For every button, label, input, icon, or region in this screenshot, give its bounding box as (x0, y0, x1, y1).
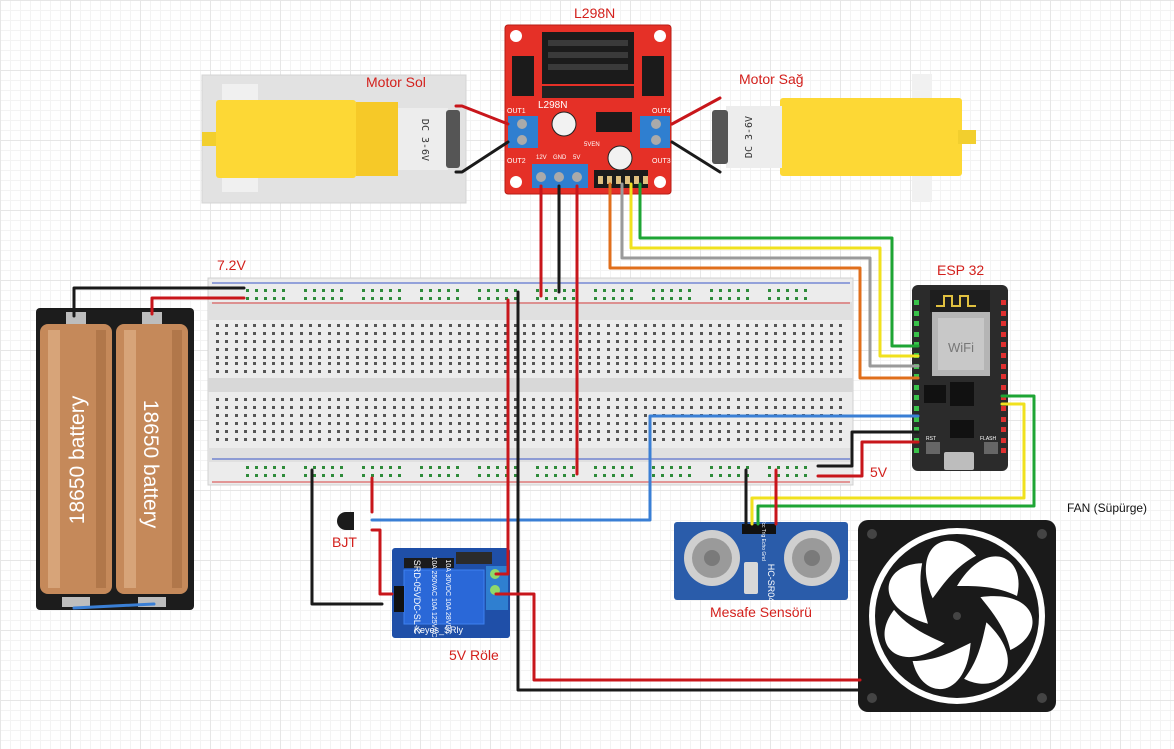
motor-right-title: Motor Sağ (739, 71, 804, 87)
sensor-label: Mesafe Sensörü (710, 604, 812, 620)
voltage-label: 7.2V (217, 257, 246, 273)
l298n-out3: OUT3 (652, 158, 671, 165)
fan-title: FAN (Süpürge) (1067, 501, 1147, 515)
relay-label: 5V Röle (449, 647, 499, 663)
l298n-driver: L298N OUT1 OUT2 OUT4 OUT3 12V GND 5V 5VE… (504, 24, 672, 195)
l298n-12v: 12V (536, 155, 547, 161)
motor-left: DC 3-6V (201, 74, 467, 204)
relay-rating2: 10A 30VDC 10A 28VDC (444, 559, 451, 634)
l298n-5ven: 5VEN (584, 142, 600, 148)
l298n-out2: OUT2 (507, 158, 526, 165)
battery-right-label: 18650 battery (139, 400, 162, 529)
esp-flash-label: FLASH (980, 436, 997, 442)
bjt-transistor (337, 512, 354, 530)
wires (72, 96, 1036, 692)
bjt-label: BJT (332, 534, 357, 550)
l298n-gnd: GND (553, 155, 567, 161)
l298n-silk-label: L298N (538, 100, 567, 111)
l298n-out4: OUT4 (652, 108, 671, 115)
diagram-labels: L298N Motor Sol Motor Sağ 7.2V ESP 32 FA… (217, 5, 1147, 663)
battery-left-label: 18650 battery (66, 395, 89, 524)
l298n-5v: 5V (573, 155, 580, 161)
motor-left-title: Motor Sol (366, 74, 426, 90)
relay-model-text: SRD-05VDC-SL-C (412, 560, 422, 635)
five-v-label: 5V (870, 464, 888, 480)
distance-sensor: HC-SR04 Vcc Trig Echo Gnd (674, 519, 848, 602)
battery-pack: 18650 battery 18650 battery (36, 308, 194, 610)
esp32-board: WiFi RST FLASH (912, 285, 1008, 471)
breadboard (207, 277, 854, 486)
l298n-out1: OUT1 (507, 108, 526, 115)
motor-right-text: DC 3-6V (744, 116, 755, 158)
motor-left-text: DC 3-6V (419, 119, 430, 161)
sensor-pin-labels: Vcc Trig Echo Gnd (760, 519, 766, 561)
relay-brand-text: Keyes_SRly (414, 625, 464, 635)
l298n-title: L298N (574, 5, 615, 21)
sensor-model-text: HC-SR04 (766, 564, 776, 603)
relay-module: SRD-05VDC-SL-C 10A 250VAC 10A 125VAC 10A… (392, 548, 510, 638)
svg-text:WiFi: WiFi (948, 340, 974, 355)
fan (858, 520, 1056, 712)
motor-right: DC 3-6V (712, 74, 976, 202)
esp-rst-label: RST (926, 436, 936, 442)
relay-rating1: 10A 250VAC 10A 125VAC (430, 556, 437, 637)
esp32-title: ESP 32 (937, 262, 984, 278)
